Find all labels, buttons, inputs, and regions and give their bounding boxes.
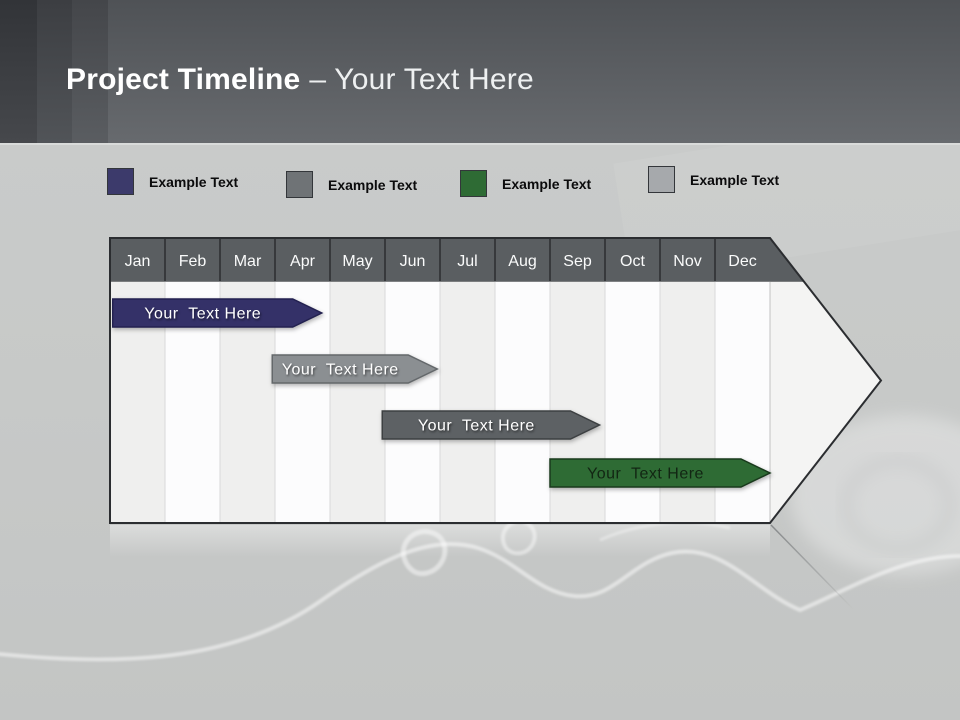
legend-label[interactable]: Example Text <box>690 171 780 188</box>
legend-swatch <box>460 170 487 197</box>
gantt-bar-label[interactable]: Your Text Here <box>587 466 704 483</box>
title-placeholder: – Your Text Here <box>309 63 534 96</box>
month-label: Dec <box>728 253 756 270</box>
header-stripe-2 <box>37 0 72 143</box>
gantt-bar[interactable]: Your Text Here <box>549 458 772 488</box>
gantt-bar[interactable]: Your Text Here <box>112 298 324 328</box>
month-label: Aug <box>508 253 536 270</box>
legend-item: Example Text <box>460 170 591 197</box>
table-reflection <box>110 525 770 557</box>
month-label: Nov <box>673 253 701 270</box>
title-main: Project Timeline <box>66 63 301 96</box>
legend-label[interactable]: Example Text <box>502 175 592 192</box>
gantt-bar-shape[interactable] <box>549 458 772 488</box>
month-label: Jan <box>125 253 151 270</box>
legend-swatch <box>107 168 134 195</box>
month-label: Jul <box>457 253 477 270</box>
timeline-arrow-outline <box>109 237 883 524</box>
month-label: Jun <box>400 253 426 270</box>
gantt-bar-label[interactable]: Your Text Here <box>282 362 399 379</box>
legend-label[interactable]: Example Text <box>149 173 239 190</box>
legend-item: Example Text <box>286 171 417 198</box>
header-stripe-3 <box>72 0 108 143</box>
month-column <box>440 281 495 523</box>
gantt-bar-shape[interactable] <box>112 298 324 328</box>
legend-label[interactable]: Example Text <box>328 176 418 193</box>
glasses-nosepad-left <box>400 529 448 577</box>
month-column <box>385 281 440 523</box>
gantt-bar-label[interactable]: Your Text Here <box>418 418 535 435</box>
legend-swatch <box>286 171 313 198</box>
gantt-bar[interactable]: Your Text Here <box>271 354 439 384</box>
month-label: Feb <box>179 253 207 270</box>
photo-ring <box>842 457 954 553</box>
legend-swatch <box>648 166 675 193</box>
glasses-nosepad-right <box>500 519 537 556</box>
month-label: Sep <box>563 253 592 270</box>
header-stripe-1 <box>0 0 37 143</box>
month-label: Mar <box>234 253 262 270</box>
slide-title[interactable]: Project Timeline– Your Text Here <box>66 60 534 100</box>
month-column <box>495 281 550 523</box>
gantt-bar-label[interactable]: Your Text Here <box>144 306 261 323</box>
title-bar: Project Timeline– Your Text Here <box>0 0 960 145</box>
legend-item: Example Text <box>107 168 238 195</box>
month-column <box>330 281 385 523</box>
gantt-bar-shape[interactable] <box>381 410 602 440</box>
month-label: Oct <box>620 253 645 270</box>
gantt-bar[interactable]: Your Text Here <box>381 410 602 440</box>
gantt-bar-shape[interactable] <box>271 354 439 384</box>
month-label: Apr <box>290 253 316 270</box>
legend-item: Example Text <box>648 166 779 193</box>
month-label: May <box>342 253 372 270</box>
